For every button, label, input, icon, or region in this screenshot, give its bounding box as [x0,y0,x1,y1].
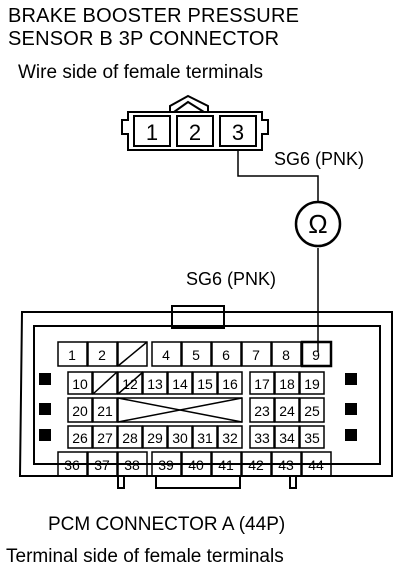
pcm-connector-caption: PCM CONNECTOR A (44P) [48,514,286,535]
lower-wire-label: SG6 (PNK) [186,269,277,289]
sensor-pin-1-cell [133,115,171,147]
pcm-row-1 [57,340,333,368]
pcm-pin-42: 42 [248,457,264,473]
pcm-pin-13: 13 [147,376,163,392]
title-line-2: SENSOR B 3P CONNECTOR [8,28,280,50]
pcm-pin-43: 43 [278,457,294,473]
pcm-pin-6: 6 [222,347,230,363]
ohm-icon: Ω [308,209,327,239]
pcm-pin-34: 34 [279,430,295,446]
sensor-pin-3-cell [219,115,257,147]
sensor-pin-2-cell [176,115,214,147]
sensor-connector-subtitle: Wire side of female terminals [18,62,263,83]
pcm-pin-9: 9 [312,347,320,363]
pcm-pin-38: 38 [124,457,140,473]
pcm-pin-23: 23 [254,403,270,419]
pcm-pin-20: 20 [72,403,88,419]
test-lead-wire [237,150,319,352]
pcm-pin-21: 21 [97,403,113,419]
pcm-pin-44: 44 [308,457,324,473]
pcm-pin-33: 33 [254,430,270,446]
pcm-row-2 [67,371,325,395]
pcm-pin-3-empty [117,341,148,367]
pcm-pin-4: 4 [162,347,170,363]
pcm-pin-28: 28 [122,430,138,446]
pcm-pin-31: 31 [197,430,213,446]
pcm-pin-39: 39 [158,457,174,473]
title-line-1: BRAKE BOOSTER PRESSURE [8,5,300,27]
pcm-blank-block [117,397,243,423]
pcm-pin-35: 35 [304,430,320,446]
sensor-3p-connector [121,94,269,151]
pcm-pin-29: 29 [147,430,163,446]
sensor-pin-1-label: 1 [146,120,158,145]
pcm-pin-7: 7 [252,347,260,363]
pcm-pin-25: 25 [304,403,320,419]
pcm-row-5 [57,451,332,477]
sensor-pin-2-label: 2 [189,120,201,145]
sensor-pin-3-label: 3 [232,120,244,145]
pcm-pin-15: 15 [197,376,213,392]
pcm-pin-19: 19 [304,376,320,392]
pcm-row-4 [67,425,325,449]
pcm-row-3 [67,371,325,423]
pcm-connector-housing [18,305,393,489]
pcm-pin-37: 37 [94,457,110,473]
pcm-pin-24: 24 [279,403,295,419]
pcm-pin-16: 16 [222,376,238,392]
pcm-pin-14: 14 [172,376,188,392]
pcm-pin-30: 30 [172,430,188,446]
pcm-pin-11-empty [92,371,118,395]
pcm-pin-1: 1 [68,347,76,363]
pcm-pin-27: 27 [97,430,113,446]
pcm-pin-40: 40 [188,457,204,473]
pcm-pin-41: 41 [218,457,234,473]
pcm-pin-18: 18 [279,376,295,392]
pcm-pin-8: 8 [282,347,290,363]
pcm-pin-5: 5 [192,347,200,363]
ohmmeter-circle [294,200,342,248]
pcm-pin-36: 36 [64,457,80,473]
pcm-connector-subcaption: Terminal side of female terminals [6,546,284,567]
upper-wire-label: SG6 (PNK) [274,149,365,169]
pcm-pin-32: 32 [222,430,238,446]
pcm-pin-26: 26 [72,430,88,446]
pcm-pin-10: 10 [72,376,88,392]
pcm-pin-17: 17 [254,376,270,392]
pcm-pin-2: 2 [98,347,106,363]
